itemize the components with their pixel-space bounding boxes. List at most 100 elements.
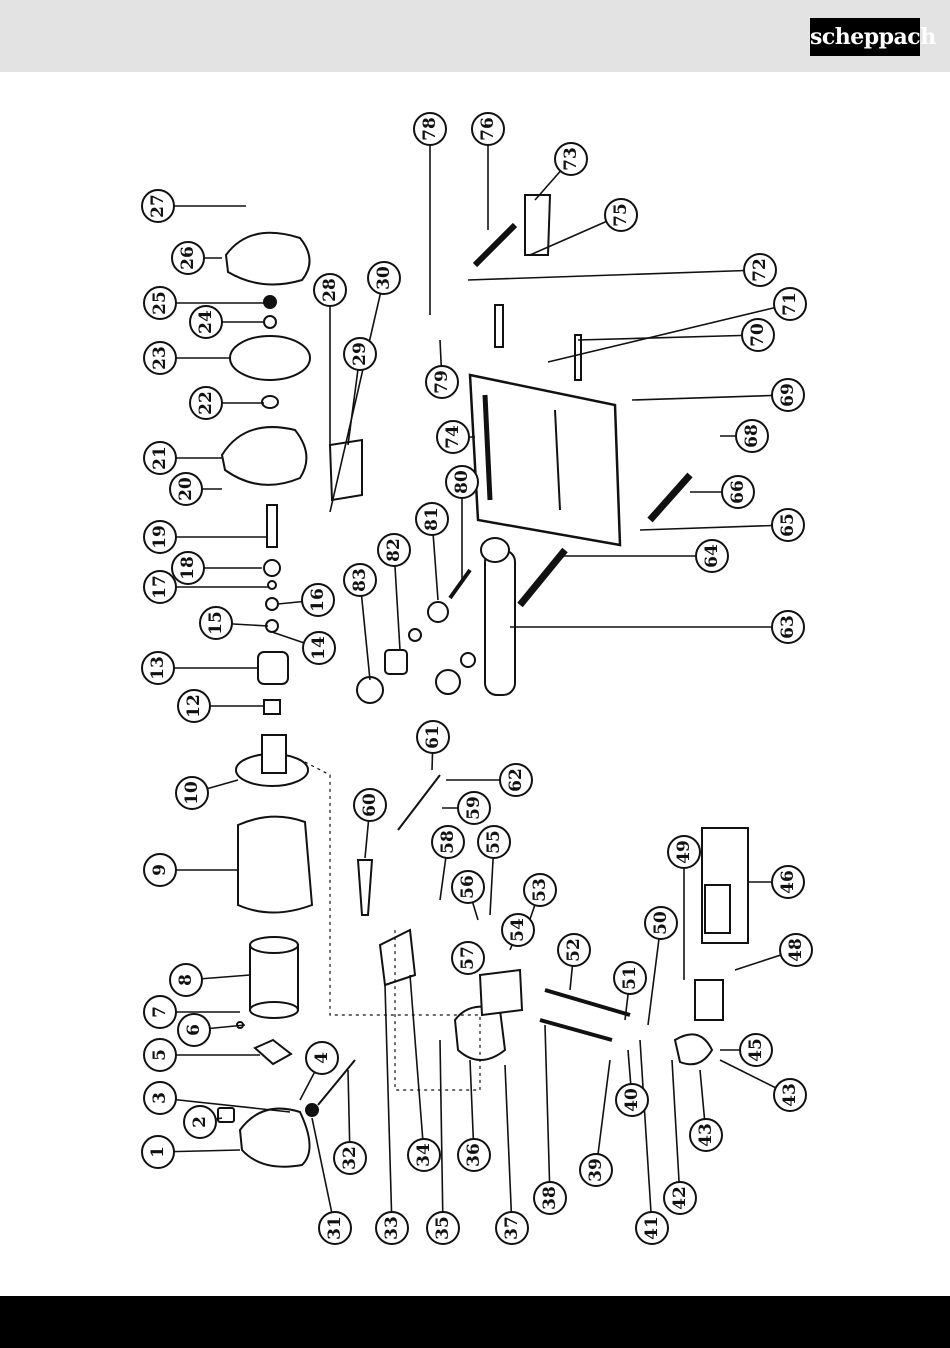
part-number: 19 [150,525,170,549]
part-shape [238,817,312,913]
part-callout: 69 [772,379,804,411]
part-number: 70 [748,323,768,347]
part-shape [436,670,460,694]
part-callout: 70 [742,319,774,351]
part-shape [385,650,407,674]
part-callout: 55 [478,826,510,858]
part-number: 38 [540,1186,560,1210]
part-shape [264,296,276,308]
part-number: 61 [423,725,443,749]
part-callout: 52 [558,934,590,966]
part-shape [268,581,276,589]
part-number: 56 [458,875,478,899]
part-callout: 50 [645,907,677,939]
part-callout: 7 [144,996,176,1028]
part-number: 82 [384,538,404,562]
part-number: 79 [432,370,452,394]
part-callout: 9 [144,854,176,886]
part-callout: 22 [190,387,222,419]
part-shape [218,1108,234,1122]
part-callout: 2 [184,1106,216,1138]
part-number: 43 [696,1123,716,1147]
part-number: 72 [750,258,770,282]
leader-lines [158,129,796,1228]
part-callout: 49 [668,836,700,868]
part-shape [267,505,277,547]
part-number: 39 [586,1158,606,1182]
part-number: 49 [674,840,694,864]
part-callout: 51 [614,962,646,994]
part-shape [264,560,280,576]
part-number: 53 [530,878,550,902]
part-shape [230,336,310,380]
part-shape [398,775,440,830]
part-shape [258,652,288,684]
part-number: 35 [433,1216,453,1240]
part-number: 45 [746,1038,766,1062]
part-number: 63 [778,615,798,639]
part-number: 27 [148,194,168,218]
part-number: 64 [702,544,722,568]
part-callout: 54 [502,914,534,946]
part-number: 75 [611,203,631,227]
part-callout: 82 [378,534,410,566]
part-callout: 3 [144,1082,176,1114]
part-shape [358,860,372,915]
part-shape [470,375,620,545]
leader-line [640,1040,652,1228]
part-callout: 45 [740,1034,772,1066]
part-number: 80 [452,470,472,494]
part-shape [306,1104,318,1116]
part-number: 3 [150,1092,170,1104]
part-callout: 53 [524,874,556,906]
part-callout: 19 [144,521,176,553]
part-number: 14 [309,636,329,660]
assembly-guide-line [305,762,480,1090]
part-shape [222,427,306,485]
part-callout: 71 [774,288,806,320]
part-number: 33 [382,1216,402,1240]
part-number: 36 [464,1143,484,1167]
part-number: 48 [786,938,806,962]
part-callout: 13 [142,652,174,684]
page-footer [0,1296,950,1348]
part-callout: 1 [142,1136,174,1168]
part-callout: 10 [176,777,208,809]
leader-line [410,975,424,1155]
part-number: 65 [778,513,798,537]
part-shape [357,677,383,703]
part-callout: 74 [437,421,469,453]
part-callout: 75 [605,199,637,231]
part-shape [695,980,723,1020]
part-callout: 79 [426,366,458,398]
part-number: 51 [620,966,640,990]
part-callout: 32 [334,1142,366,1174]
part-shape [520,550,565,605]
part-callout: 38 [534,1182,566,1214]
parts-diagram: 1234567891012131415161718192021222324252… [0,72,950,1296]
part-number: 7 [150,1006,170,1018]
part-callout: 26 [172,242,204,274]
part-number: 41 [642,1216,662,1240]
part-shape [262,735,286,773]
part-shape [525,195,550,255]
part-callout: 56 [452,871,484,903]
part-callout: 33 [376,1212,408,1244]
part-shape [264,700,280,714]
part-callout: 65 [772,509,804,541]
part-callout: 21 [144,442,176,474]
part-number: 34 [414,1143,434,1167]
part-callout: 30 [368,262,400,294]
part-shape [475,225,515,265]
part-callout: 43 [774,1079,806,1111]
part-shape [428,602,448,622]
part-number: 18 [178,556,198,580]
part-number: 66 [728,480,748,504]
part-shape [480,970,522,1015]
part-callout: 17 [144,571,176,603]
part-callout: 59 [458,792,490,824]
part-number: 23 [150,346,170,370]
page-header: scheppach [0,0,950,72]
part-shape [262,396,278,408]
part-number: 46 [778,870,798,894]
